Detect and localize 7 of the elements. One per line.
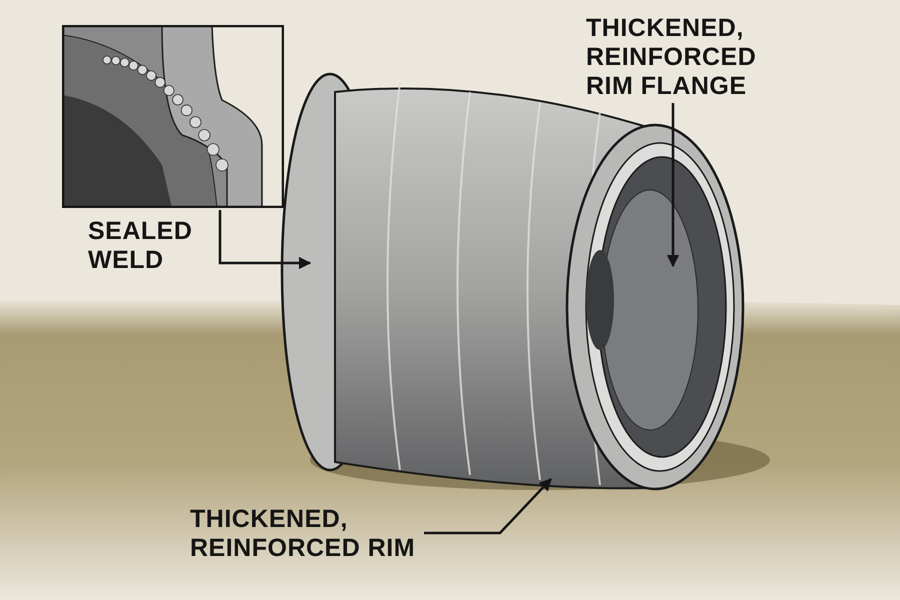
callout-label: THICKENED, REINFORCED RIM FLANGE <box>586 14 776 101</box>
callout-label: THICKENED, REINFORCED RIM <box>190 505 422 563</box>
leader-line <box>666 103 680 268</box>
weld-closeup-picture <box>62 25 284 208</box>
leader-line <box>424 478 552 534</box>
leader-line <box>218 210 312 270</box>
callout-label: SEALED WELD <box>88 217 194 275</box>
